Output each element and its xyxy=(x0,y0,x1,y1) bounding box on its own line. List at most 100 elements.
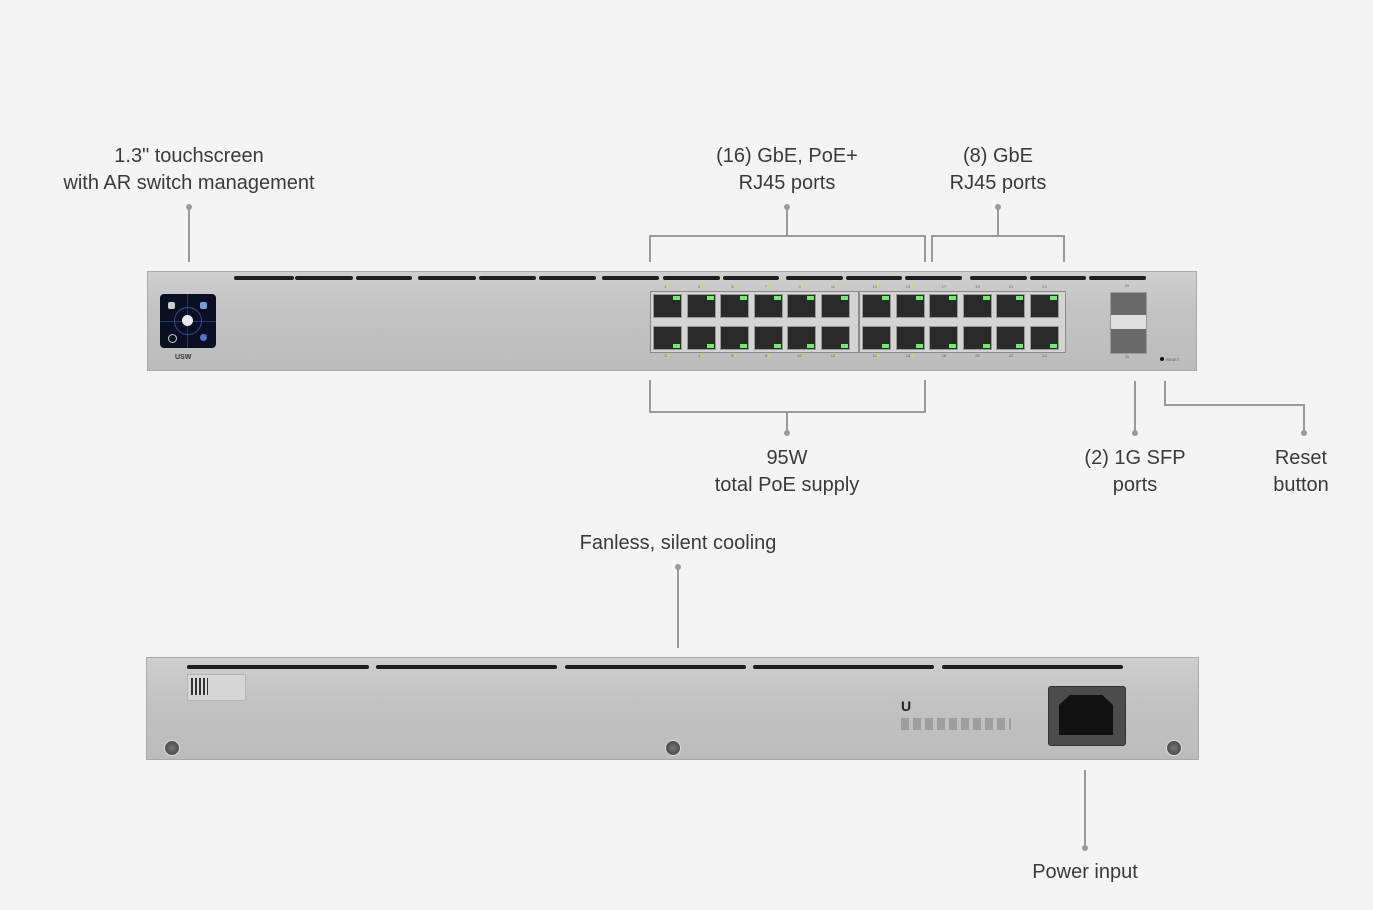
rj45-port[interactable] xyxy=(720,294,749,318)
rj45-port[interactable] xyxy=(929,294,958,318)
port-led xyxy=(807,296,814,300)
port-led xyxy=(1016,344,1023,348)
callout-line: ports xyxy=(1112,474,1158,496)
vent-slot xyxy=(942,665,1123,669)
rj45-port[interactable] xyxy=(862,294,891,318)
port-led xyxy=(982,296,990,300)
vent-slot xyxy=(723,276,779,280)
port-label: 14⚡ xyxy=(872,353,882,358)
callout-line: (16) GbE, PoE+ xyxy=(716,145,858,167)
port-label: 8⚡ xyxy=(764,353,773,358)
rj45-port[interactable] xyxy=(720,326,749,350)
certification-marks xyxy=(901,718,1011,730)
rj45-port[interactable] xyxy=(1029,326,1059,350)
rj45-port[interactable] xyxy=(787,294,816,318)
vent-slot xyxy=(846,276,902,280)
sfp-cage xyxy=(1110,292,1147,354)
rj45-port[interactable] xyxy=(895,294,925,318)
port-label: 3⚡ xyxy=(697,284,706,289)
settings-icon xyxy=(200,334,207,341)
port-led xyxy=(807,344,814,348)
vent-slot xyxy=(565,665,746,669)
callout-line: 95W xyxy=(766,447,808,469)
vent-slot xyxy=(1030,276,1086,280)
rj45-port[interactable] xyxy=(653,294,682,318)
touchscreen[interactable] xyxy=(160,294,216,348)
port-label: 21 xyxy=(1008,284,1014,289)
gbe-ports-callout: (8) GbE RJ45 ports xyxy=(950,143,1047,197)
switch-front-panel: USW RESET 25 26 1⚡2⚡3⚡4⚡5⚡6⚡7⚡8⚡9⚡10⚡11⚡… xyxy=(147,271,1197,371)
vent-slot xyxy=(663,276,720,280)
port-label: 23 xyxy=(1042,284,1047,289)
port-label: 5⚡ xyxy=(731,284,739,289)
vent-slot xyxy=(1089,276,1146,280)
port-label: 18 xyxy=(941,353,947,358)
rj45-port[interactable] xyxy=(929,326,958,350)
screw-icon xyxy=(164,740,180,756)
switch-back-panel: U xyxy=(146,657,1199,760)
port-label: 10⚡ xyxy=(797,353,807,358)
port-led xyxy=(773,344,781,348)
port-led xyxy=(740,296,747,300)
rj45-port[interactable] xyxy=(686,294,716,318)
vent-slot xyxy=(753,665,934,669)
rj45-port[interactable] xyxy=(862,326,891,350)
rj45-port[interactable] xyxy=(653,326,682,350)
poe-supply-callout: 95W total PoE supply xyxy=(715,445,860,499)
port-label: 7⚡ xyxy=(764,284,773,289)
sfp-port-label: 26 xyxy=(1124,354,1130,359)
port-led xyxy=(840,344,848,348)
vent-slot xyxy=(539,276,596,280)
vent-slot xyxy=(376,665,557,669)
port-led xyxy=(915,344,923,348)
rj45-port[interactable] xyxy=(996,326,1025,350)
port-label: 15⚡ xyxy=(905,284,916,289)
screw-icon xyxy=(665,740,681,756)
serial-label-sticker xyxy=(187,674,246,701)
sfp-callout: (2) 1G SFP ports xyxy=(1084,445,1185,499)
vent-slot xyxy=(786,276,843,280)
rj45-port[interactable] xyxy=(820,294,850,318)
port-label: 19 xyxy=(975,284,980,289)
port-led xyxy=(882,296,889,300)
vent-slot xyxy=(234,276,294,280)
rj45-port[interactable] xyxy=(787,326,816,350)
callout-line: (2) 1G SFP xyxy=(1084,447,1186,469)
port-led xyxy=(982,344,990,348)
port-label: 6⚡ xyxy=(731,353,739,358)
rj45-port[interactable] xyxy=(996,294,1025,318)
rj45-port[interactable] xyxy=(753,326,783,350)
rj45-port[interactable] xyxy=(686,326,716,350)
rj45-port[interactable] xyxy=(895,326,925,350)
port-label: 2⚡ xyxy=(664,353,672,358)
rj45-port[interactable] xyxy=(1029,294,1059,318)
port-led xyxy=(706,344,714,348)
port-led xyxy=(915,296,923,300)
callout-line: 1.3" touchscreen xyxy=(114,145,264,167)
port-label: 20 xyxy=(975,353,980,358)
rj45-port[interactable] xyxy=(820,326,850,350)
vent-slot xyxy=(905,276,962,280)
vent-slot xyxy=(602,276,659,280)
rj45-port[interactable] xyxy=(753,294,783,318)
port-led xyxy=(673,296,680,300)
callout-line: RJ45 ports xyxy=(738,172,836,194)
sfp-port-label: 25 xyxy=(1124,283,1130,288)
port-led xyxy=(949,296,956,300)
port-label: 17 xyxy=(941,284,947,289)
callout-line: button xyxy=(1273,474,1329,496)
port-led xyxy=(673,344,680,348)
callout-line: total PoE supply xyxy=(714,474,860,496)
port-label: 1⚡ xyxy=(664,284,672,289)
network-icon xyxy=(168,302,175,309)
rj45-port[interactable] xyxy=(962,294,992,318)
reset-button[interactable]: RESET xyxy=(1160,357,1179,362)
touchscreen-callout: 1.3" touchscreen with AR switch manageme… xyxy=(63,143,314,197)
port-label: 9⚡ xyxy=(798,284,806,289)
vent-slot xyxy=(970,276,1027,280)
port-led xyxy=(773,296,781,300)
port-led xyxy=(840,296,848,300)
port-led xyxy=(1049,344,1057,348)
rj45-port[interactable] xyxy=(962,326,992,350)
callout-line: with AR switch management xyxy=(63,172,315,194)
